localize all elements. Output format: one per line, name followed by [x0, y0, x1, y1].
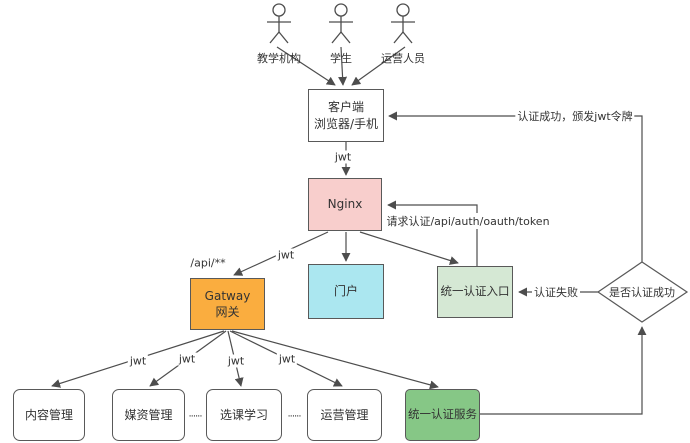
actor-figures [267, 3, 415, 44]
label-auth-fail: 认证失败 [532, 284, 580, 300]
node-client-line2: 浏览器/手机 [313, 116, 379, 131]
node-gateway: Gatway 网关 [190, 278, 265, 330]
node-media-mgmt-label: 媒资管理 [124, 407, 173, 422]
edge-decision-client [388, 111, 643, 262]
actor-teaching-institution-label: 教学机构 [257, 52, 301, 65]
node-course-learning-label: 选课学习 [219, 407, 268, 422]
node-media-mgmt: 媒资管理 [112, 389, 185, 441]
ellipsis-right: ...... [287, 408, 301, 420]
node-portal: 门户 [308, 264, 384, 319]
edge-operator-client [351, 46, 406, 86]
edge-authentry-nginx [387, 200, 478, 266]
node-auth-entry: 统一认证入口 [437, 266, 513, 318]
edge-authservice-decision [480, 326, 647, 415]
label-jwt-fan-3: jwt [225, 354, 247, 368]
label-jwt-fan-1: jwt [127, 354, 149, 368]
node-course-learning: 选课学习 [206, 389, 282, 441]
node-operation-mgmt-label: 运营管理 [320, 407, 369, 422]
node-client-line1: 客户端 [327, 100, 364, 115]
label-jwt-client-nginx: jwt [332, 150, 354, 164]
ellipsis-left: ...... [188, 408, 202, 420]
label-api-pattern: /api/** [188, 256, 228, 270]
node-portal-label: 门户 [333, 284, 358, 299]
node-operation-mgmt: 运营管理 [307, 389, 382, 441]
actor-operations-icon [391, 3, 415, 44]
decision-diamond [596, 261, 689, 323]
node-gateway-line1: Gatway [204, 288, 251, 303]
label-auth-success: 认证成功，颁发jwt令牌 [515, 108, 635, 124]
edge-teacher-client [276, 46, 336, 86]
node-content-mgmt: 内容管理 [13, 389, 85, 441]
edge-student-client [338, 46, 348, 86]
label-jwt-fan-4: jwt [276, 352, 298, 366]
node-gateway-line2: 网关 [215, 305, 240, 319]
node-client: 客户端 浏览器/手机 [308, 89, 384, 142]
actor-student-icon [329, 3, 353, 44]
actor-operations-label: 运营人员 [381, 52, 425, 65]
node-decision-label: 是否认证成功 [609, 286, 675, 299]
node-nginx-label: Nginx [327, 197, 363, 212]
node-nginx: Nginx [308, 178, 382, 231]
actor-student-label: 学生 [330, 52, 352, 65]
label-jwt-fan-2: jwt [176, 352, 198, 366]
label-auth-request: 请求认证/api/auth/oauth/token [384, 213, 552, 229]
node-content-mgmt-label: 内容管理 [24, 407, 73, 422]
edge-nginx-authentry [359, 231, 459, 265]
node-auth-service-label: 统一认证服务 [408, 407, 477, 422]
label-jwt-nginx-gateway: jwt [275, 248, 297, 262]
node-auth-service: 统一认证服务 [405, 389, 480, 441]
actor-teaching-institution-icon [267, 3, 291, 44]
node-auth-entry-label: 统一认证入口 [440, 284, 510, 299]
edge-gateway-authservice [231, 330, 439, 390]
